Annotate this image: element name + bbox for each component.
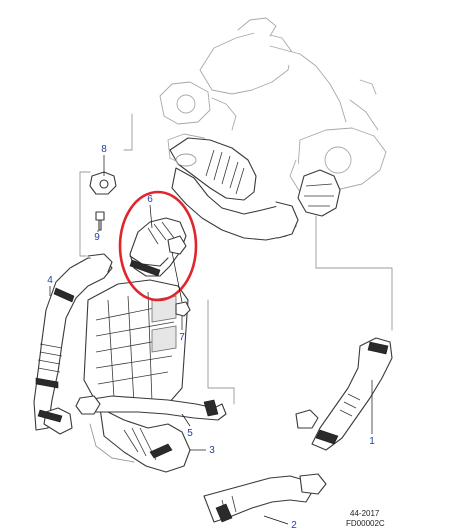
svg-text:1: 1 [369, 436, 375, 447]
svg-text:4: 4 [47, 275, 53, 286]
turbo-connector-assembly [297, 169, 341, 269]
callout-8: 8 [101, 144, 107, 176]
callout-3: 3 [190, 445, 215, 456]
svg-text:3: 3 [209, 445, 215, 456]
bolt-7 [175, 301, 191, 317]
dashed-group-lines [79, 113, 393, 405]
mid-connector-hose [75, 395, 227, 421]
svg-text:9: 9 [94, 232, 100, 243]
highlight-ring [118, 190, 198, 302]
callout-2: 2 [263, 515, 297, 531]
svg-text:2: 2 [291, 520, 297, 531]
callout-4: 4 [47, 275, 53, 296]
upper-corrugated-duct [169, 137, 299, 241]
right-riser-hose [295, 337, 393, 451]
highlighted-elbow-hose [129, 217, 187, 277]
svg-text:8: 8 [101, 144, 107, 155]
svg-text:5: 5 [187, 428, 193, 439]
svg-text:FD00002C: FD00002C [346, 519, 385, 528]
small-bracket-8 [89, 171, 117, 195]
svg-text:6: 6 [147, 194, 153, 205]
callout-5: 5 [181, 413, 193, 439]
svg-text:44-2017: 44-2017 [350, 509, 380, 518]
bottom-pipe [203, 473, 327, 523]
left-charge-pipe [33, 253, 113, 435]
bolt-9 [95, 211, 105, 231]
callout-9: 9 [94, 230, 100, 243]
callout-1: 1 [369, 380, 375, 447]
callout-6: 6 [147, 194, 153, 229]
svg-text:7: 7 [179, 332, 185, 343]
intercooler [83, 279, 189, 413]
callout-7: 7 [171, 251, 185, 343]
reference-code-block: 44-2017 FD00002C [346, 509, 385, 528]
lower-intercooler-outlet [89, 407, 191, 473]
